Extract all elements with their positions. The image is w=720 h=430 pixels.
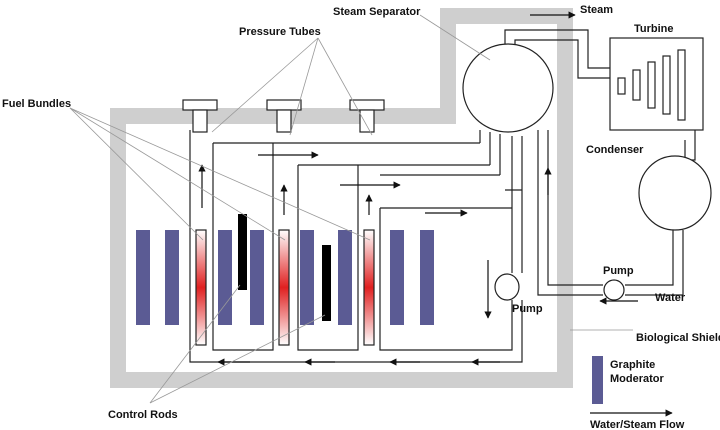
control-rods xyxy=(238,214,331,321)
pump-left xyxy=(494,273,520,301)
label-condenser: Condenser xyxy=(586,144,644,156)
leader-lines xyxy=(69,14,633,404)
label-fuel-bundles: Fuel Bundles xyxy=(2,98,71,110)
label-pump-left: Pump xyxy=(512,303,543,315)
legend-flow-label: Water/Steam Flow xyxy=(590,419,685,430)
label-steam: Steam xyxy=(580,4,613,16)
steam-separator xyxy=(462,43,554,133)
flow-arrows xyxy=(198,11,638,366)
label-control-rods: Control Rods xyxy=(108,409,178,421)
turbine xyxy=(609,37,704,131)
label-biological-shield: Biological Shield xyxy=(636,332,720,344)
legend: Graphite Moderator Water/Steam Flow xyxy=(590,356,685,430)
legend-graphite-label-2: Moderator xyxy=(610,373,665,385)
label-water: Water xyxy=(655,292,686,304)
pump-right xyxy=(603,279,625,301)
labels: Pressure Tubes Steam Separator Steam Tur… xyxy=(2,4,720,421)
fuel-channels xyxy=(195,229,375,346)
label-steam-separator: Steam Separator xyxy=(333,6,421,18)
graphite-moderator-blocks xyxy=(136,230,434,325)
condenser xyxy=(638,155,712,231)
legend-graphite-swatch xyxy=(592,356,603,404)
label-pressure-tubes: Pressure Tubes xyxy=(239,26,321,38)
label-pump-right: Pump xyxy=(603,265,634,277)
legend-graphite-label-1: Graphite xyxy=(610,359,655,371)
label-turbine: Turbine xyxy=(634,23,674,35)
pressure-tube-heads xyxy=(182,99,385,133)
